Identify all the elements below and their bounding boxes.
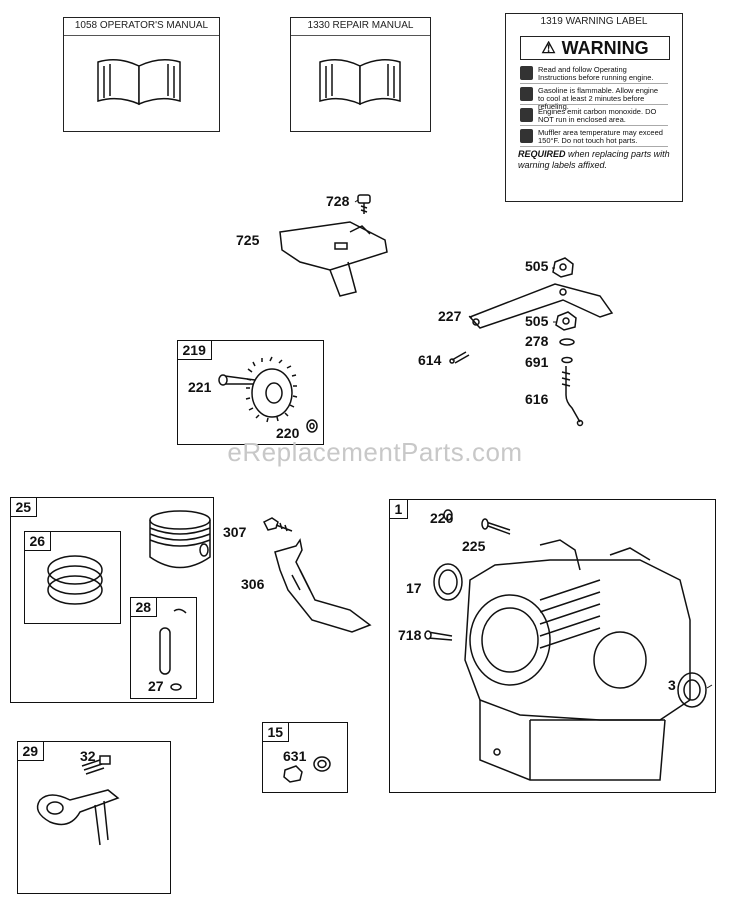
drain-plug-15-drawing (283, 756, 331, 783)
part-number-32[interactable]: 32 (80, 748, 96, 764)
repair-manual-caption: 1330 REPAIR MANUAL (307, 20, 414, 31)
part-number-614[interactable]: 614 (418, 352, 442, 368)
group-15: 15 (261, 721, 348, 793)
warning-label-box: 1319 WARNING LABEL ⚠ WARNING Read and fo… (505, 13, 683, 202)
group-219: 219 (176, 339, 324, 445)
manual-icon (520, 66, 533, 80)
piston-pin-28-drawing (159, 608, 187, 691)
crankcase-1-drawing (424, 509, 707, 781)
part-number-505-bottom[interactable]: 505 (525, 313, 549, 329)
required-note-bold: REQUIRED (518, 149, 566, 159)
part-number-616[interactable]: 616 (525, 391, 549, 407)
open-book-icon (319, 59, 401, 106)
part-number-3[interactable]: 3 (668, 677, 676, 693)
watermark: eReplacementParts.com (227, 437, 523, 467)
hot-surface-icon (520, 129, 533, 143)
warning-row-text: Engines emit carbon monoxide. DO NOT run… (538, 107, 657, 124)
part-number-220-group-1[interactable]: 220 (430, 510, 454, 526)
operators-manual-caption: 1058 OPERATOR'S MANUAL (74, 20, 209, 31)
group-1: 1 (388, 498, 716, 793)
part-number-17[interactable]: 17 (406, 580, 422, 596)
group-219-label: 219 (176, 339, 212, 360)
part-number-307[interactable]: 307 (223, 524, 247, 540)
group-15-label: 15 (261, 721, 290, 742)
group-25-label: 25 (9, 496, 38, 517)
open-book-icon (97, 59, 181, 106)
plate-725-drawing (279, 221, 388, 297)
part-number-306[interactable]: 306 (241, 576, 265, 592)
warning-row: Muffler area temperature may exceed 150°… (520, 128, 668, 147)
warning-row: Gasoline is flammable. Allow engine to c… (520, 86, 668, 111)
flame-icon (520, 87, 533, 101)
group-29-label: 29 (16, 740, 45, 761)
fumes-icon (520, 108, 533, 122)
bolt-307-drawing (262, 517, 293, 532)
group-1-label: 1 (388, 498, 409, 519)
screw-728-drawing (357, 194, 371, 214)
warning-row: Read and follow Operating Instructions b… (520, 65, 668, 84)
governor-link-227-drawing (468, 283, 614, 329)
part-number-221[interactable]: 221 (188, 379, 212, 395)
part-number-718[interactable]: 718 (398, 627, 422, 643)
stud-616-drawing (561, 366, 584, 427)
gear-219-drawing (218, 356, 318, 433)
clip-691-drawing (561, 356, 573, 364)
warning-heading-text: WARNING (561, 37, 649, 58)
warning-row: Engines emit carbon monoxide. DO NOT run… (520, 107, 668, 126)
group-26: 26 (23, 530, 121, 624)
caption-divider (291, 35, 430, 36)
part-number-631[interactable]: 631 (283, 748, 307, 764)
piston-25-drawing (149, 510, 211, 569)
connecting-rod-29-drawing (36, 755, 120, 846)
required-note-text: when replacing parts with warning labels… (518, 149, 670, 170)
part-number-225[interactable]: 225 (462, 538, 486, 554)
part-number-728[interactable]: 728 (326, 193, 350, 209)
nut-505-drawing (555, 311, 577, 331)
part-number-505-top[interactable]: 505 (525, 258, 549, 274)
group-26-label: 26 (23, 530, 52, 551)
warning-row-text: Read and follow Operating Instructions b… (538, 65, 654, 82)
nut-505-drawing (552, 257, 574, 278)
part-number-227[interactable]: 227 (438, 308, 462, 324)
warning-heading: ⚠ WARNING (520, 36, 670, 60)
clip-614-drawing (449, 351, 470, 364)
group-28: 28 (129, 596, 197, 699)
required-note: REQUIRED when replacing parts with warni… (518, 149, 678, 171)
warning-triangle-icon: ⚠ (541, 40, 556, 57)
part-number-220-group-219[interactable]: 220 (276, 425, 300, 441)
caption-divider (64, 35, 219, 36)
warning-row-text: Muffler area temperature may exceed 150°… (538, 128, 663, 145)
washer-278-drawing (559, 338, 575, 346)
group-28-label: 28 (129, 596, 158, 617)
warning-row-text: Gasoline is flammable. Allow engine to c… (538, 86, 659, 111)
part-number-278[interactable]: 278 (525, 333, 549, 349)
breather-306-drawing (274, 538, 372, 633)
warning-label-caption: 1319 WARNING LABEL (540, 16, 648, 27)
part-number-691[interactable]: 691 (525, 354, 549, 370)
leader-lines (354, 199, 713, 689)
group-29: 29 (16, 740, 171, 894)
rings-26-drawing (47, 555, 103, 605)
group-25: 25 (9, 496, 214, 703)
part-number-27[interactable]: 27 (148, 678, 164, 694)
part-number-725[interactable]: 725 (236, 232, 260, 248)
